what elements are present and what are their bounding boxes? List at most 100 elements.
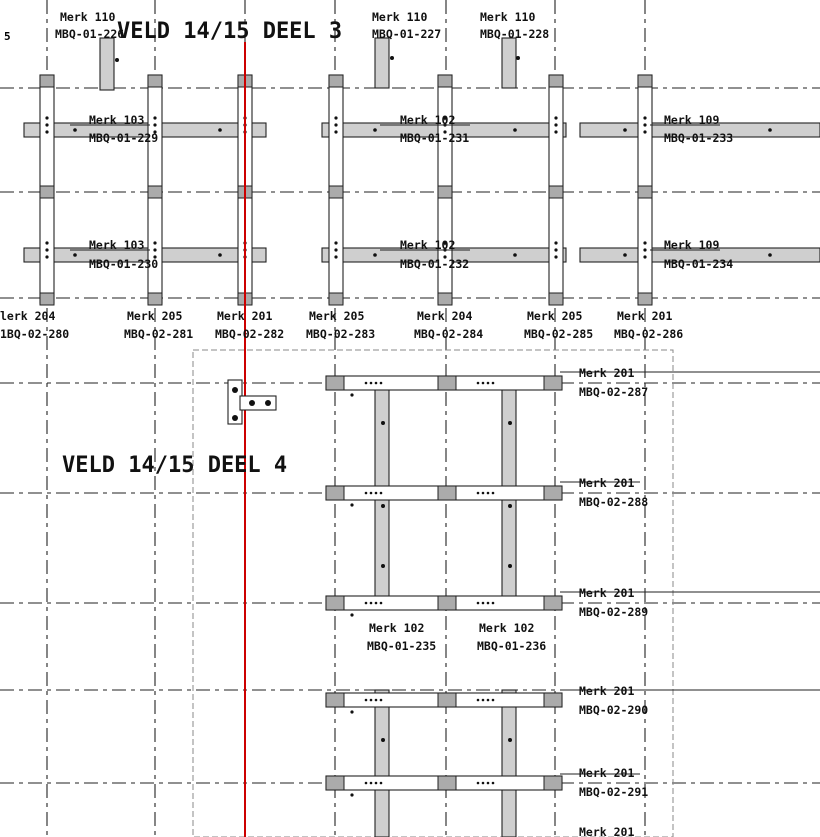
tag-code: MBQ-01-227 [372,27,441,41]
bolt-dot [153,255,157,259]
bolt-dot [374,601,378,605]
tag-bottom-cut: Merk 201 [579,825,634,837]
column-base-plate [39,74,55,88]
column-base-plate [147,74,163,88]
bolt-dot [491,601,495,605]
bolt-dot [379,381,383,385]
bolt-dot [45,255,49,259]
bolt-dot [379,491,383,495]
column-base-plate [637,74,653,88]
bolt-dot [508,564,512,568]
tag-merk: Merk 109 [664,238,719,252]
bolt-dot [381,504,385,508]
column-base-plate [548,185,564,199]
tag-code: MBQ-02-281 [124,327,193,341]
tag-merk: Merk 201 [579,825,634,837]
tag-code: 1BQ-02-280 [0,327,69,341]
tag-231: Merk 102 MBQ-01-231 [400,113,469,145]
beam-end-plate [437,775,457,791]
tag-232: Merk 102 MBQ-01-232 [400,238,469,271]
tag-281: Merk 205 MBQ-02-281 [124,309,193,341]
vertical-beam [501,782,517,837]
tag-merk: Merk 201 [579,476,634,490]
bolt-dot [379,781,383,785]
tag-code: MBQ-02-291 [579,785,648,799]
bolt-dot [443,130,447,134]
tag-230: Merk 103 MBQ-01-230 [89,238,158,271]
bolt-dot [476,698,480,702]
bolt-dot [379,601,383,605]
tag-merk: Merk 201 [579,366,634,380]
bolt-dot [491,381,495,385]
bolt-dot [554,130,558,134]
tag-286: Merk 201 MBQ-02-286 [614,309,683,341]
tag-code: MBQ-02-284 [414,327,483,341]
tag-code: MBQ-01-232 [400,257,469,271]
bolt-dot [481,381,485,385]
tag-merk: Merk 110 [372,10,427,24]
column-base-plate [437,74,453,88]
tag-282: Merk 201 MBQ-02-282 [215,309,284,341]
column-base-plate [328,74,344,88]
bolt-dot [364,601,368,605]
tag-top-226: Merk 110 MBQ-01-226 [55,10,124,41]
tag-code: MBQ-02-282 [215,327,284,341]
beam-end-plate [543,375,563,391]
bolt-dot [443,241,447,245]
detail-beam [239,395,277,411]
tag-code: MBQ-01-228 [480,27,549,41]
beam-end-plate [543,775,563,791]
tag-283: Merk 205 MBQ-02-283 [306,309,375,341]
bolt-dot [369,601,373,605]
bolt-dot [491,781,495,785]
column-base-plate [147,292,163,306]
zone-boundary [192,349,674,837]
bolt-dot [334,241,338,245]
tag-290: Merk 201 MBQ-02-290 [579,684,648,717]
bolt-dot [153,248,157,252]
tag-merk: Merk 103 [89,238,144,252]
bolt-dot [249,400,255,406]
tag-merk: Merk 102 [369,621,424,635]
bolt-dot [554,248,558,252]
bolt-dot [373,253,377,257]
hanging-beam [99,37,115,91]
bolt-dot [643,116,647,120]
beam-end-plate [325,775,345,791]
tag-code: MBQ-02-289 [579,605,648,619]
bolt-dot [643,255,647,259]
tag-merk: Merk 201 [579,766,634,780]
bolt-dot [232,415,238,421]
tag-merk: Merk 201 [217,309,272,323]
beam-end-plate [437,595,457,611]
title-deel-4: VELD 14/15 DEEL 4 [62,453,287,478]
bolt-dot [554,241,558,245]
column-base-plate [328,292,344,306]
bolt-dot [153,123,157,127]
bolt-dot [491,698,495,702]
column-base-plate [637,185,653,199]
column-base-plate [437,185,453,199]
beam-end-plate [543,485,563,501]
tag-merk: Merk 103 [89,113,144,127]
bolt-dot [390,56,394,60]
bolt-dot [369,381,373,385]
tag-merk: Merk 109 [664,113,719,127]
bolt-dot [381,738,385,742]
bolt-dot [443,116,447,120]
bolt-dot [45,123,49,127]
column-base-plate [637,292,653,306]
bolt-dot [516,56,520,60]
bolt-dot [350,613,354,617]
bolt-dot [265,400,271,406]
bolt-dot [45,248,49,252]
bolt-dot [218,128,222,132]
bolt-dot [369,491,373,495]
bolt-dot [381,564,385,568]
bolt-dot [491,491,495,495]
tag-merk: Merk 102 [400,113,455,127]
edge-label-fragment: 5 [4,30,11,43]
bolt-dot [768,128,772,132]
tag-code: MBQ-01-226 [55,27,124,41]
